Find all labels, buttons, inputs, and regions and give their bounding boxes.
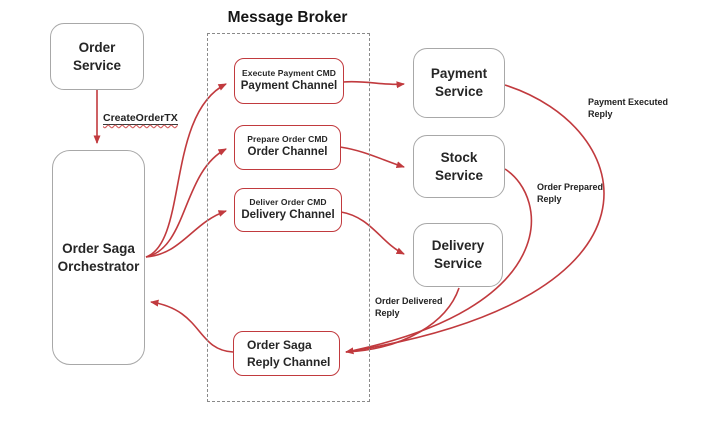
node-order-saga-orchestrator: Order Saga Orchestrator [52,150,145,365]
label-create-order-tx-text: CreateOrderTX [103,112,178,125]
message-broker-boundary [207,33,370,402]
channel-order-name: Order Channel [247,146,328,159]
label-order-delivered-reply: Order Delivered Reply [375,296,443,319]
node-payment-service: Payment Service [413,48,505,118]
node-delivery-service: Delivery Service [413,223,503,287]
node-order-service: Order Service [50,23,144,90]
node-stock-service: Stock Service [413,135,505,198]
channel-payment: Execute Payment CMD Payment Channel [234,58,344,104]
channel-order-cmd: Prepare Order CMD [247,134,328,144]
channel-payment-cmd: Execute Payment CMD [241,67,336,78]
label-create-order-tx: CreateOrderTX [103,112,178,125]
node-order-service-label: Order Service [72,39,122,73]
channel-reply-line1: Order Saga [247,338,312,353]
node-order-saga-orchestrator-label: Order Saga Orchestrator [57,240,140,274]
node-stock-service-label: Stock Service [434,149,484,183]
channel-payment-name: Payment Channel [240,79,338,92]
message-broker-title: Message Broker [227,9,348,26]
channel-delivery-name: Delivery Channel [241,208,335,221]
channel-order: Prepare Order CMD Order Channel [234,125,341,170]
channel-delivery-cmd: Deliver Order CMD [249,196,327,207]
channel-reply-line2: Reply Channel [247,354,331,369]
node-payment-service-label: Payment Service [430,66,488,99]
channel-delivery: Deliver Order CMD Delivery Channel [234,188,342,232]
label-order-prepared-reply: Order Prepared Reply [537,182,604,205]
node-delivery-service-label: Delivery Service [431,238,485,271]
label-payment-executed-reply: Payment Executed Reply [588,97,669,120]
channel-reply: Order Saga Reply Channel [233,331,340,376]
